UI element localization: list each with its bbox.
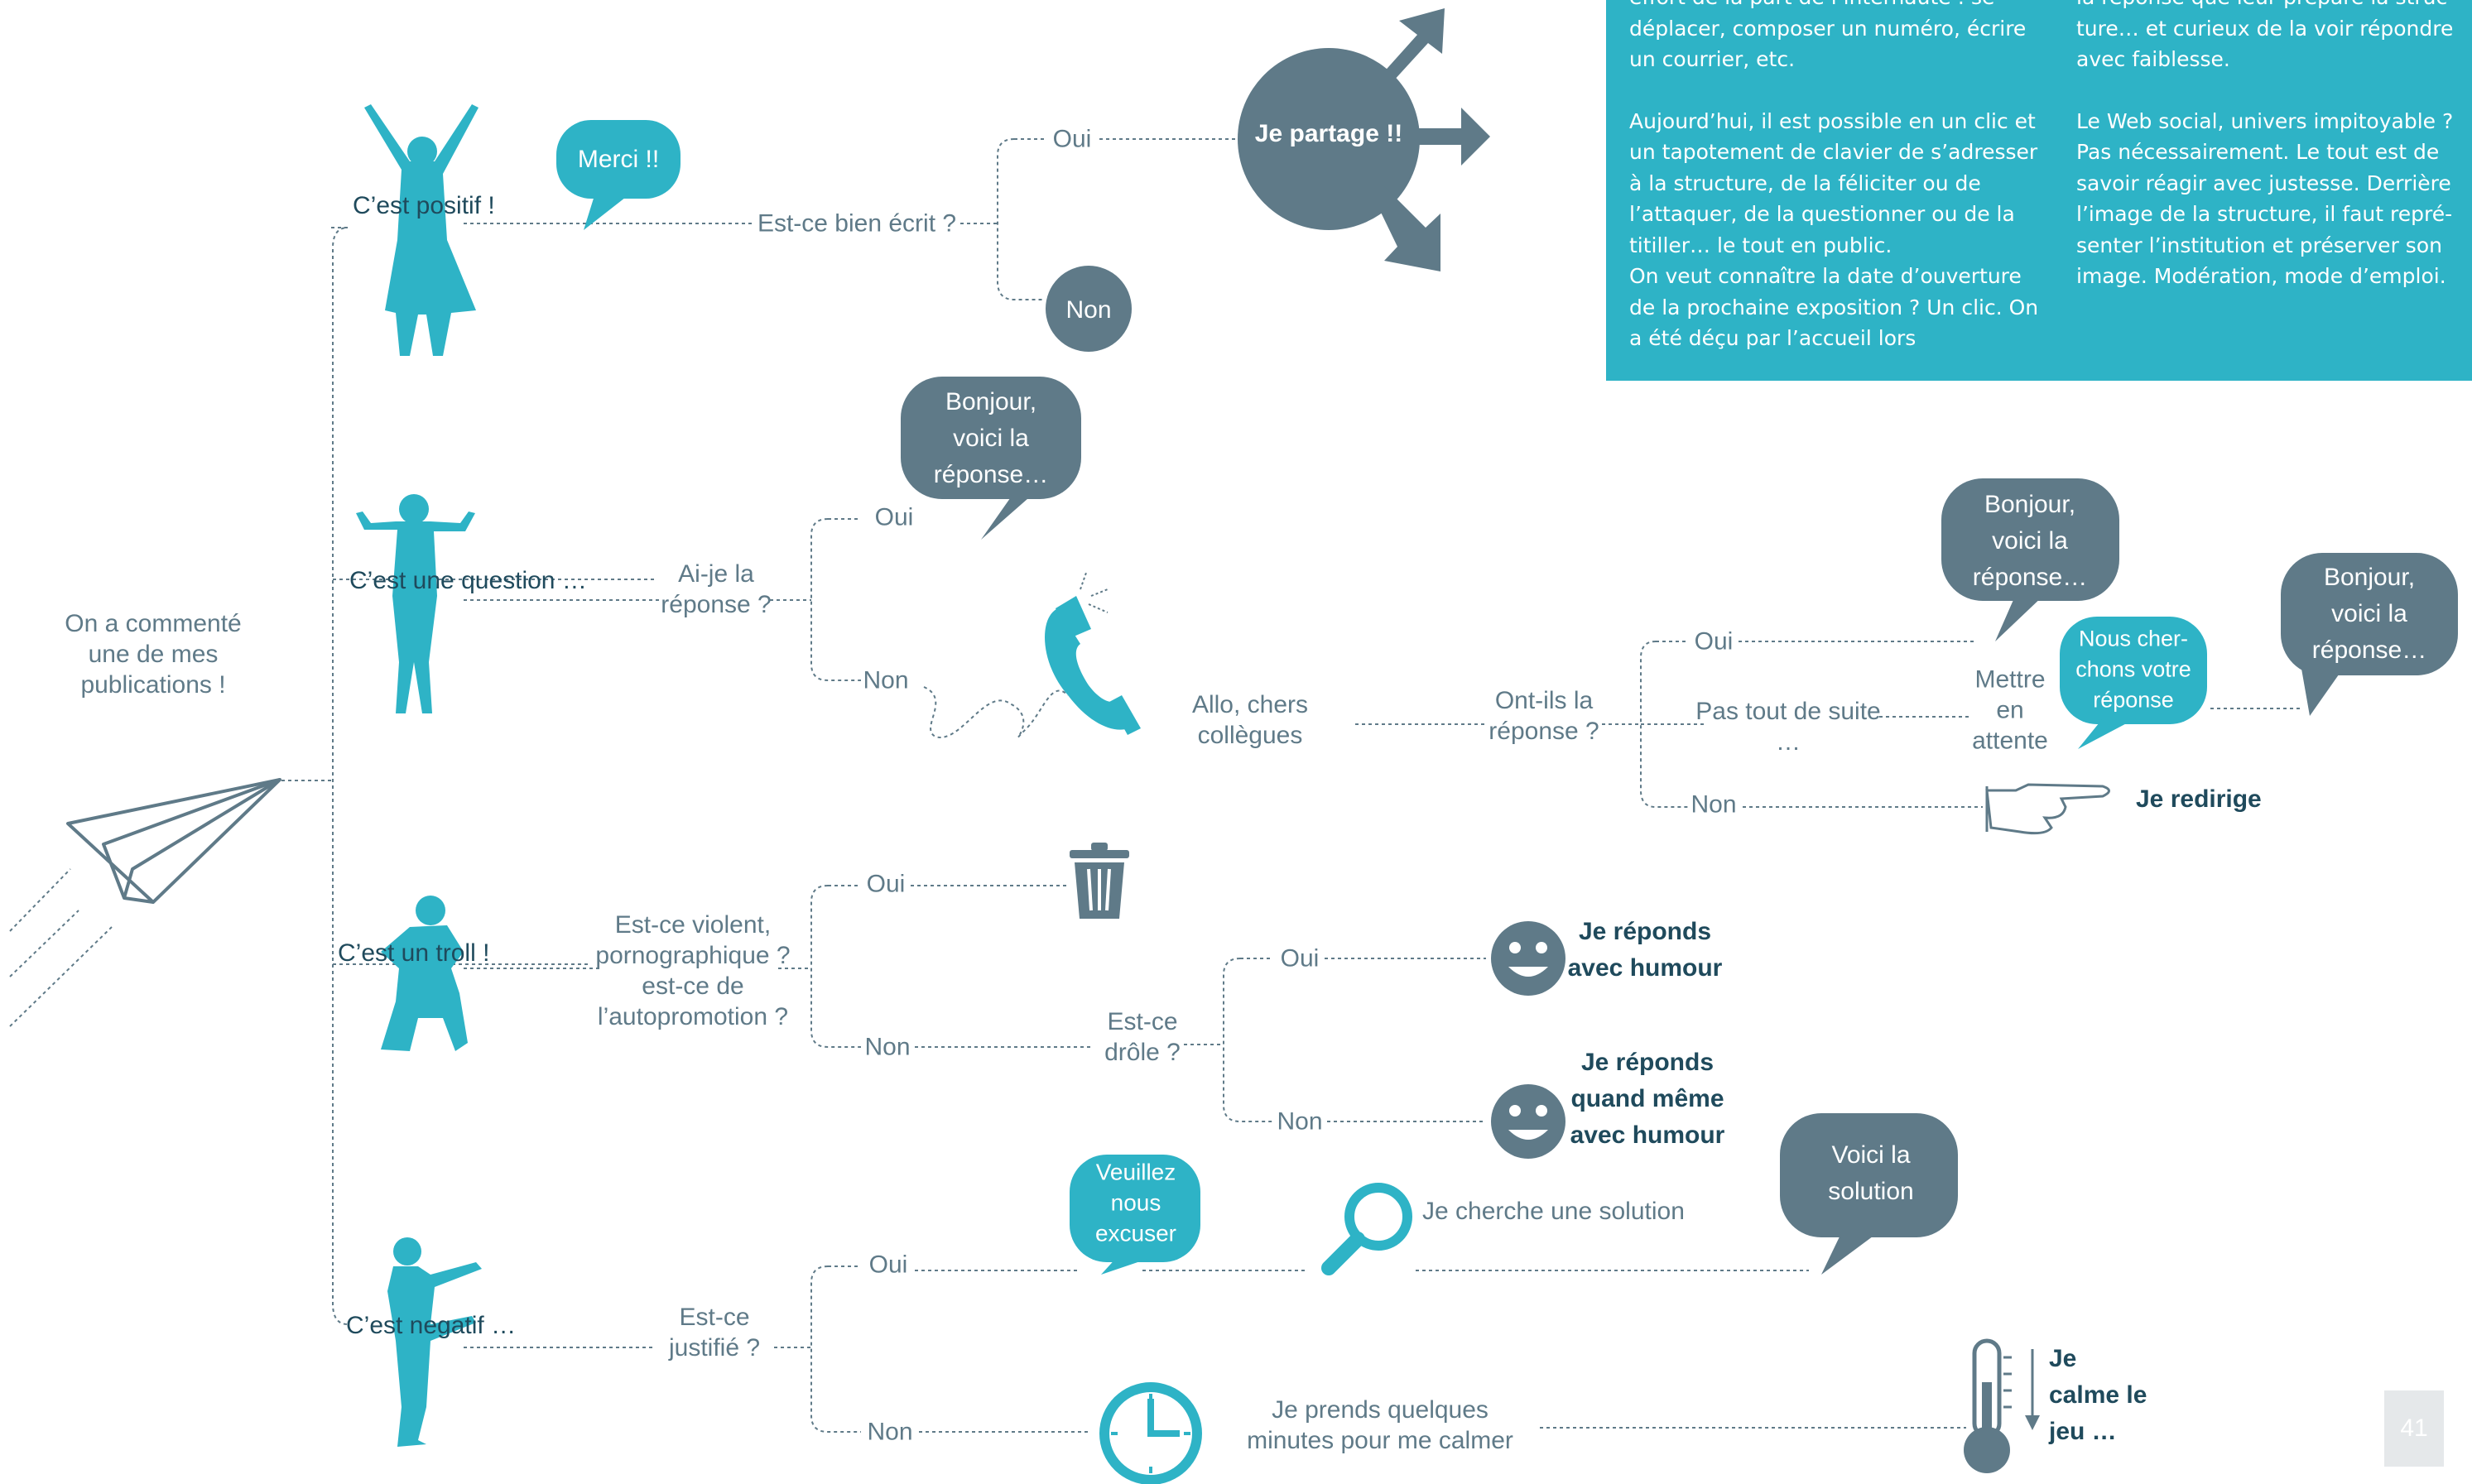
trunk-connector (331, 227, 349, 1325)
info-paragraph: la réponse que leur prépare la struc­tur… (2076, 0, 2455, 71)
share-arrows-icon (1238, 8, 1490, 271)
paper-plane-icon (66, 778, 281, 904)
bubble-voici-solution (1780, 1113, 1958, 1275)
branch-yes: Oui (866, 870, 906, 898)
branch-yes: Oui (1052, 125, 1092, 153)
bubble-veuillez (1070, 1155, 1200, 1275)
action-humour-meme: Je réponds quand même avec humour (1570, 1049, 1725, 1149)
question-colleagues-answer: Ont-ils la réponse ? (1488, 687, 1599, 745)
bubble-veuillez-text: Veuillez nous excuser (1094, 1159, 1177, 1246)
bubble-merci-text: Merci !! (577, 146, 660, 173)
clock-icon (1099, 1382, 1202, 1484)
non-circle (1046, 266, 1132, 352)
bubble-partage-text: Je partage !! (1254, 120, 1403, 147)
pointing-hand-icon (1985, 783, 2110, 835)
category-negative: C’est negatif … (346, 1312, 517, 1339)
question-violent: Est-ce violent, porno­graphique ? est-ce… (595, 911, 791, 1030)
branch-no: Non (1690, 790, 1737, 819)
info-paragraph: On veut connaître la date d’ouverture de… (1629, 264, 2039, 350)
question-well-written: Est-ce bien écrit ? (757, 209, 957, 238)
question-justified: Est-ce justifié ? (668, 1304, 761, 1362)
magnifier-icon (1321, 1183, 1412, 1275)
action-cherche: Je cherche une solution (1422, 1198, 1685, 1225)
person-troll-icon (381, 896, 468, 1051)
branch-yes: Oui (1280, 944, 1320, 973)
branch-no: Non (863, 666, 909, 694)
smiley-icon-2 (1491, 1084, 1565, 1159)
trash-can-icon (1070, 843, 1129, 919)
action-mettre-attente: Mettre en attente (1972, 665, 2048, 755)
bubble-nous-cherchons-text: Nous cher­chons votre réponse (2075, 626, 2191, 713)
bubble-bonjour-1 (901, 377, 1081, 540)
bubble-nous-cherchons (2060, 617, 2207, 749)
category-question: C’est une question … (349, 567, 587, 594)
action-allo: Allo, chers collègues (1191, 691, 1309, 749)
branch-no: Non (864, 1033, 911, 1061)
bubble-bonjour-3 (2281, 553, 2458, 716)
branch-yes: Oui (868, 1251, 908, 1279)
info-left-column: effort de la part de l’internaute : se d… (1629, 0, 2043, 354)
bubble-bonjour-2 (1941, 478, 2119, 641)
smiley-icon (1491, 921, 1565, 996)
action-calme-jeu: Je calme le jeu … (2049, 1345, 2147, 1445)
category-troll: C’est un troll ! (338, 939, 490, 967)
start-label: On a commenté une de mes publications ! (65, 610, 242, 699)
branch-yes: Oui (874, 503, 914, 531)
branch-yes: Oui (1694, 627, 1734, 656)
bubble-merci (556, 120, 681, 230)
info-right-column: la réponse que leur prépare la struc­tur… (2076, 0, 2457, 292)
info-paragraph: effort de la part de l’internaute : se d… (1629, 0, 2027, 71)
action-redirige: Je redirige (2136, 785, 2262, 813)
info-panel: effort de la part de l’internaute : se d… (1606, 0, 2472, 381)
question-have-answer: Ai-je la réponse ? (661, 560, 772, 618)
person-question-icon (356, 494, 475, 713)
person-negative-icon (387, 1237, 482, 1447)
bubble-bonjour-text: Bonjour, voici la réponse… (1972, 491, 2088, 591)
info-paragraph: Le Web social, univers impitoyable ? Pas… (2076, 108, 2454, 289)
bubble-non-text: Non (1065, 296, 1112, 324)
branch-no: Non (867, 1418, 913, 1446)
phone-cord (923, 686, 1069, 738)
telephone-icon (1045, 572, 1141, 735)
bubble-bonjour-text: Bonjour, voici la réponse… (933, 388, 1049, 488)
thermometer-icon (1964, 1338, 2040, 1473)
action-calmer: Je prends quelques minutes pour me calme… (1247, 1396, 1513, 1454)
category-positive: C’est positif ! (353, 192, 495, 219)
bubble-voici-solution-text: Voici la solution (1828, 1141, 1914, 1205)
branch-not-now: Pas tout de suite … (1695, 698, 1881, 756)
question-funny: Est-ce drôle ? (1104, 1008, 1181, 1066)
action-humour: Je réponds avec humour (1567, 918, 1723, 982)
person-positive-icon (364, 104, 479, 356)
page-number: 41 (2384, 1390, 2444, 1467)
bubble-bonjour-text: Bonjour, voici la réponse… (2311, 564, 2427, 664)
info-paragraph: Aujourd’hui, il est possible en un clic … (1629, 108, 2038, 257)
branch-no: Non (1277, 1107, 1323, 1136)
